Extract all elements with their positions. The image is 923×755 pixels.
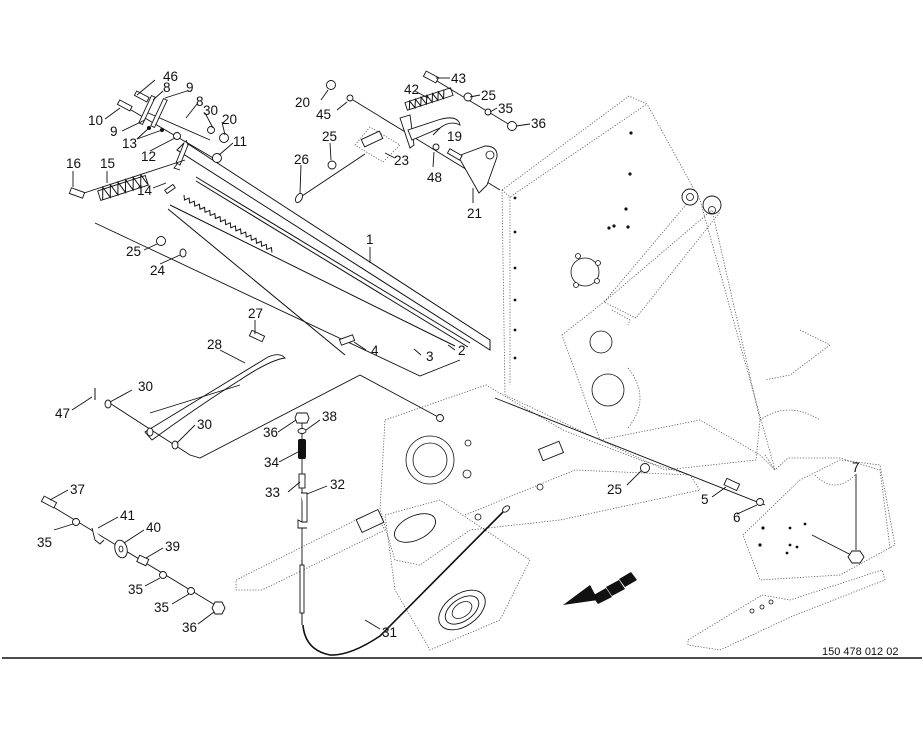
bolt-4	[338, 334, 356, 346]
right-fasteners	[494, 397, 865, 564]
lower-frame	[379, 384, 701, 566]
callout-36: 36	[182, 620, 197, 635]
tie-bar	[603, 188, 722, 326]
callout-20: 20	[222, 112, 237, 127]
callout-2: 2	[458, 343, 466, 358]
shaft-assembly	[94, 141, 491, 377]
lever-28	[94, 329, 444, 459]
callout-37: 37	[70, 482, 85, 497]
roller-assembly	[40, 495, 226, 615]
floor-plate	[687, 569, 886, 651]
callout-23: 23	[394, 153, 409, 168]
callout-11: 11	[233, 134, 247, 149]
callout-35: 35	[154, 600, 169, 615]
callout-45: 45	[316, 107, 331, 122]
callout-26: 26	[294, 152, 309, 167]
spring-15	[68, 159, 186, 202]
callout-20: 20	[295, 95, 310, 110]
callout-19: 19	[447, 129, 462, 144]
callout-25: 25	[126, 244, 141, 259]
callout-16: 16	[66, 156, 81, 171]
callout-13: 13	[122, 136, 137, 151]
callout-28: 28	[207, 337, 222, 352]
callout-21: 21	[467, 206, 482, 221]
callout-4: 4	[371, 343, 379, 358]
callout-9: 9	[110, 124, 118, 139]
travel-direction-arrow	[563, 572, 637, 605]
callout-34: 34	[264, 455, 280, 470]
callout-40: 40	[146, 520, 161, 535]
cable-31	[302, 505, 510, 656]
callout-14: 14	[137, 183, 153, 198]
callout-31: 31	[382, 625, 397, 640]
callout-3: 3	[426, 349, 434, 364]
callout-41: 41	[120, 508, 135, 523]
callout-36: 36	[263, 425, 278, 440]
callout-42: 42	[404, 82, 419, 97]
washer-24	[179, 248, 187, 258]
callout-25: 25	[322, 129, 337, 144]
callout-30: 30	[197, 417, 212, 432]
callout-32: 32	[330, 477, 345, 492]
callout-1: 1	[366, 232, 374, 247]
right-side-plate	[742, 454, 896, 581]
callout-39: 39	[165, 539, 180, 554]
nut-25	[156, 236, 166, 246]
callout-36: 36	[531, 116, 546, 131]
side-wall-panel	[501, 95, 776, 472]
callout-46: 46	[163, 69, 178, 84]
callout-9: 9	[186, 80, 194, 95]
callout-10: 10	[88, 113, 103, 128]
callout-8: 8	[196, 94, 204, 109]
callout-12: 12	[141, 149, 156, 164]
callout-30: 30	[203, 103, 218, 118]
upper-left-lever	[116, 90, 229, 195]
callout-15: 15	[100, 156, 115, 171]
callout-24: 24	[150, 263, 166, 278]
callout-35: 35	[37, 535, 52, 550]
callout-48: 48	[427, 170, 442, 185]
callout-43: 43	[451, 71, 466, 86]
callout-35: 35	[128, 582, 143, 597]
drum-roller	[384, 499, 531, 651]
inner-panel	[561, 209, 831, 471]
tension-spring-stack	[294, 412, 310, 625]
callout-38: 38	[322, 409, 337, 424]
callout-33: 33	[265, 485, 280, 500]
callout-8: 8	[163, 80, 171, 95]
callout-35: 35	[498, 101, 513, 116]
callout-27: 27	[248, 306, 263, 321]
callout-6: 6	[733, 510, 741, 525]
drawing-number: 150 478 012 02	[822, 646, 898, 658]
lower-shaft-rail	[235, 508, 386, 591]
callout-25: 25	[607, 482, 622, 497]
callout-leaders	[49, 77, 857, 630]
callout-25: 25	[481, 88, 496, 103]
callout-5: 5	[701, 492, 709, 507]
callout-7: 7	[852, 460, 860, 475]
callout-30: 30	[138, 379, 153, 394]
callout-47: 47	[55, 406, 70, 421]
callout-labels: 46 9 8 8 10 9 13 12 30 20 11 16 15 14 20…	[37, 69, 860, 640]
frame-holes	[513, 131, 633, 360]
